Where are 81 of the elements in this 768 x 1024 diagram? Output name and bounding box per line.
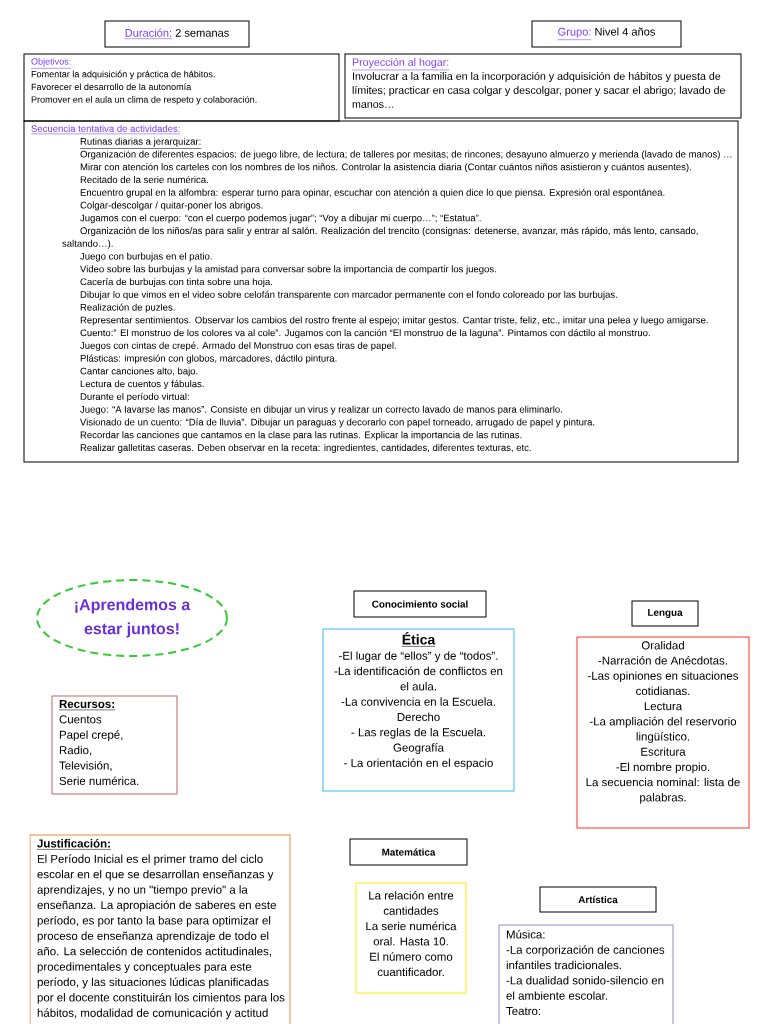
list-item: -El lugar de “ellos” y de “todos”. [339, 651, 498, 663]
list-item: Lectura de cuentos y fábulas. [80, 380, 204, 390]
subject-label: Lengua [631, 600, 699, 627]
list-item: -La identificación de conflictos en el aula. [334, 666, 503, 691]
subheading: Derecho [397, 712, 440, 722]
list-item: Plásticas: impresión con globos, marcadores, dáctilo pintura. [80, 354, 337, 364]
list-item: Mirar con atención los carteles con los nombres de los niños. Controlar la asistencia diaria (Contar cuántos niños asistieron y cuántos ausentes). [80, 163, 691, 173]
subheading: Lectura [644, 702, 683, 711]
subject-label: Matemática [349, 838, 468, 866]
content-panel [322, 628, 515, 792]
list-item: -La convivencia en la Escuela. [341, 697, 495, 706]
section-heading: Objetivos: [30, 58, 72, 69]
content-panel [498, 924, 674, 1024]
paragraph: Involucrar a la familia en la incorporación y adquisición de hábitos y puesta de límites; practicar en casa colgar y descolgar, poner y sacar el abrigo; lavado de manos… [352, 72, 725, 108]
text-panel [23, 53, 340, 122]
list-item: Televisión, [59, 761, 112, 771]
list-item: Representar sentimientos. Observar los cambios del rostro frente al espejo; imitar gestos. Cantar triste, feliz, etc., imitar una pelea y luego amigarse. [80, 316, 708, 326]
section-heading: Secuencia tentativa de actividades: [30, 125, 181, 135]
content-panel [355, 882, 467, 994]
list-item: Dibujar lo que vimos en el video sobre celofán transparente con marcador permanente con el fondo coloreado por las burbujas. [80, 290, 617, 300]
list-item: El número como cuantificador. [370, 952, 453, 977]
list-item: Juego: “A lavarse las manos”. Consiste en dibujar un virus y realizar un correcto lavado de manos para eliminarlo. [80, 405, 562, 415]
list-item: Serie numérica. [59, 776, 139, 785]
list-item: Juegos con cintas de crepé. Armado del Monstruo con esas tiras de papel. [80, 341, 396, 351]
field-value: Nivel 4 años [595, 27, 655, 36]
list-item: Durante el período virtual: [80, 392, 189, 402]
list-item: Promover en el aula un clima de respeto y colaboración. [31, 95, 257, 105]
info-box [104, 20, 250, 48]
list-item: Visionado de un cuento: “Día de lluvia”. Dibujar un paraguas y decorarlo con papel torneado, arrugado de papel y pintura. [80, 418, 595, 428]
list-item: Colgar-descolgar / quitar-poner los abrigos. [80, 201, 263, 211]
content-panel [576, 636, 750, 829]
list-item: - Las reglas de la Escuela. [351, 727, 485, 739]
list-item: Cantar canciones alto, bajo. [80, 367, 198, 377]
field-label: Duración: [124, 28, 173, 39]
list-item: Encuentro grupal en la alfombra: esperar turno para opinar, escuchar con atención a quien dice lo que piensa. Expresión oral espontánea. [80, 188, 665, 198]
list-item: Realización de puzles. [80, 303, 175, 313]
list-item: Radio, [59, 745, 92, 756]
list-item: Organización de los niños/as para salir y entrar al salón. Realización del trencito (consignas: detenerse, avanzar, más rápido, más lento, cansado, saltando…). [62, 226, 698, 249]
list-item: -La ampliación del reservorio lingüístico. [589, 716, 737, 743]
list-item: - La orientación en el espacio [344, 758, 493, 770]
text-panel [23, 120, 739, 463]
subheading: Oralidad [641, 641, 684, 650]
subheading: Geografía [393, 743, 444, 754]
list-item: Favorecer el desarrollo de la autonomía [31, 83, 192, 91]
list-item: Recordar las canciones que cantamos en la clase para las rutinas. Explicar la importancia de las rutinas. [80, 431, 522, 441]
field-label: Grupo: [557, 27, 592, 40]
subheading: Rutinas diarias a jerarquizar: [79, 137, 202, 149]
section-heading: Justificación: [36, 839, 112, 850]
list-item: -Las opiniones en situaciones cotidianas. [587, 671, 739, 695]
list-item: Recitado de la serie numérica. [80, 175, 208, 184]
field-value: 2 semanas [175, 28, 229, 37]
list-item: Papel crepé, [59, 730, 123, 742]
list-item: Realizar galletitas caseras. Deben observar en la receta: ingredientes, cantidades, diferentes texturas, etc. [80, 444, 531, 453]
list-item: -Narración de Anécdotas. [598, 656, 727, 665]
list-item: Cuentos [59, 715, 102, 724]
content-panel [29, 834, 291, 1024]
list-item: -La corporización de canciones infantiles tradicionales. [506, 945, 665, 970]
list-item: -La dualidad sonido-silencio en el ambiente escolar. [506, 976, 664, 1000]
section-heading: Proyección al hogar: [351, 58, 450, 71]
content-panel [51, 695, 178, 795]
text-panel [344, 53, 742, 119]
list-item: -El nombre propio. [616, 762, 710, 774]
list-item: Cacería de burbujas con tinta sobre una hoja. [80, 278, 272, 287]
list-item: Fomentar la adquisición y práctica de hábitos. [31, 70, 215, 80]
subheading: Escritura [641, 747, 686, 756]
info-box [531, 20, 682, 48]
paragraph: El Período Inicial es el primer tramo del ciclo escolar en el que se desarrollan enseñanzas y aprendizajes, y no un "tiempo previo" a la enseñanza. La apropiación de saberes en este período, es por tanto la base para optimizar el proceso de enseñanza aprendizaje de todo el año. La selección de contenidos actitudinales, procedimentales y conceptuales para este período, y las situaciones lúdicas planificadas por el docente constituirán los cimientos para los hábitos, modalidad de comunicación y actitud [37, 854, 285, 1020]
list-item: Jugamos con el cuerpo: “con el cuerpo podemos jugar”; “Voy a dibujar mi cuerpo…”; “Estatua”. [80, 214, 481, 224]
section-heading: Recursos: [58, 700, 116, 711]
list-item: La serie numérica oral. Hasta 10. [366, 921, 457, 946]
list-item: La secuencia nominal: lista de palabras. [586, 777, 740, 804]
list-item: Organización de diferentes espacios: de juego libre, de lectura; de talleres por mesitas; de rincones; desayuno almuerzo y merienda (lavado de manos) … [80, 150, 732, 160]
subject-label: Artística [539, 886, 657, 913]
subject-label: Conocimiento social [353, 590, 487, 618]
subheading: Teatro: [506, 1007, 540, 1016]
section-heading: Ética [401, 632, 436, 647]
list-item: La relación entre cantidades [369, 891, 454, 915]
list-item: Cuento:” El monstruo de los colores va al cole”. Jugamos con la canción “El monstruo de la laguna”. Pintamos con dáctilo al monstruo. [80, 329, 650, 339]
list-item: Video sobre las burbujas y la amistad para conversar sobre la importancia de compartir los juegos. [80, 265, 496, 275]
subheading: Música: [506, 930, 545, 939]
list-item: Juego con burbujas en el patio. [80, 252, 212, 262]
